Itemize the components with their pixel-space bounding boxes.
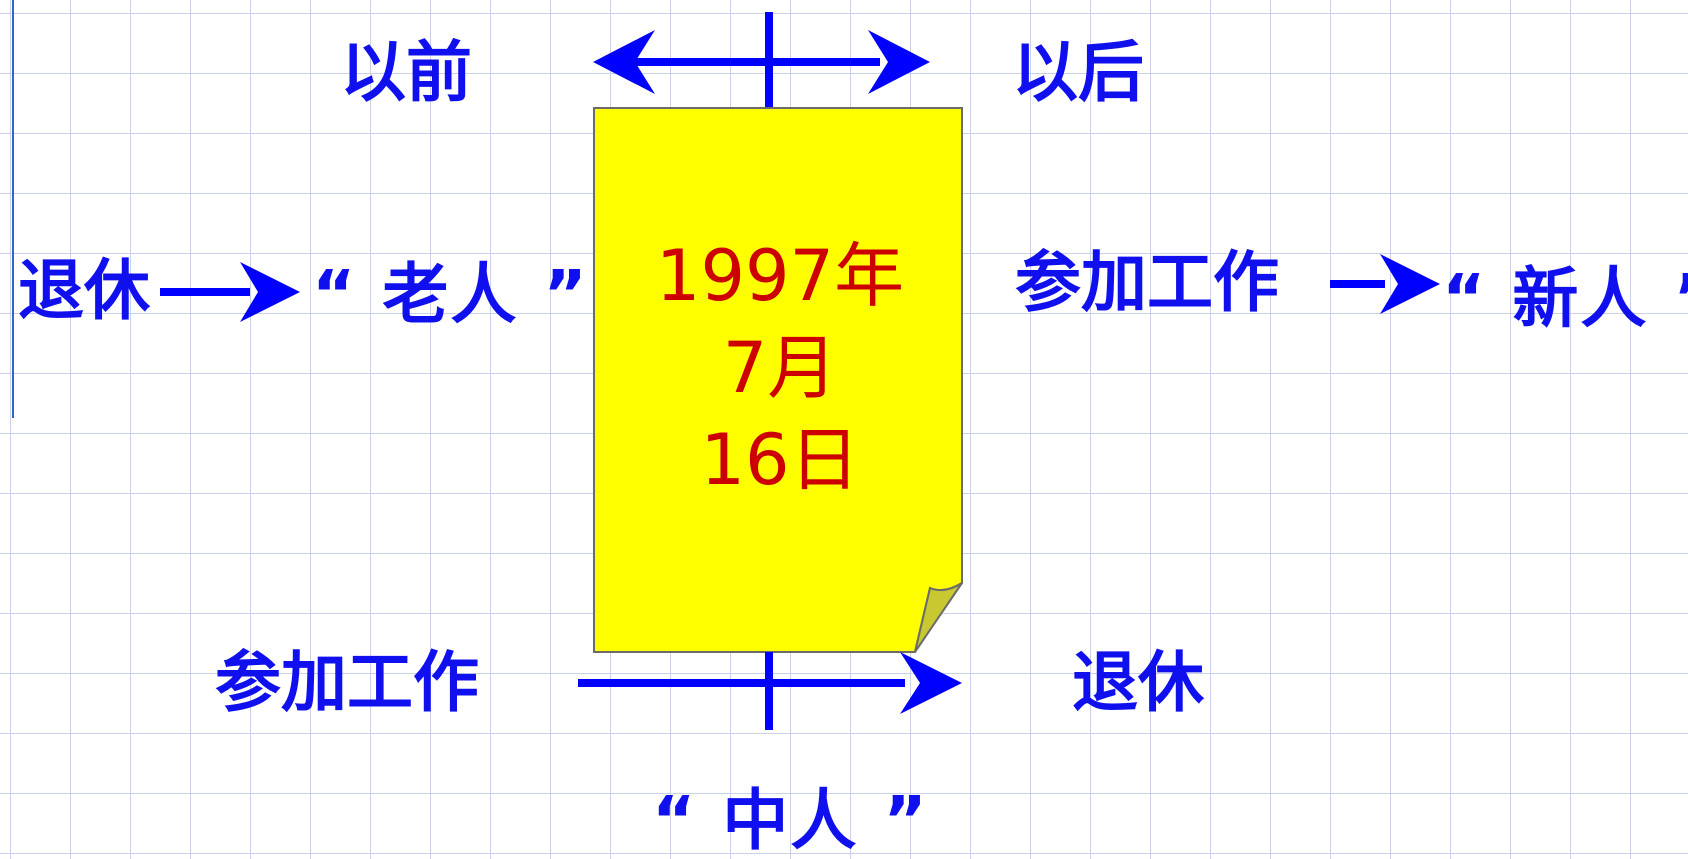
bottom-arrow xyxy=(578,652,962,730)
note-year: 1997年 xyxy=(655,235,905,317)
middle-retire-label: 退休 xyxy=(1072,644,1204,721)
middle-people-label: “ 中人 ” xyxy=(652,782,929,859)
top-double-arrow xyxy=(593,12,930,110)
note-day: 16日 xyxy=(700,419,860,501)
note-folded-corner xyxy=(914,582,963,653)
old-people-label: “ 老人 ” xyxy=(312,256,589,333)
new-people-label: “ 新人 ” xyxy=(1442,260,1688,337)
note-month: 7月 xyxy=(722,327,838,409)
after-label: 以后 xyxy=(1012,34,1144,111)
new-arrow xyxy=(1330,254,1440,314)
date-note xyxy=(593,107,963,653)
new-join-label: 参加工作 xyxy=(1015,244,1279,321)
old-arrow xyxy=(160,262,300,322)
middle-join-label: 参加工作 xyxy=(215,644,479,721)
note-date-text: 1997年 7月 16日 xyxy=(594,230,966,506)
before-label: 以前 xyxy=(340,34,472,111)
old-retire-label: 退休 xyxy=(18,252,150,329)
